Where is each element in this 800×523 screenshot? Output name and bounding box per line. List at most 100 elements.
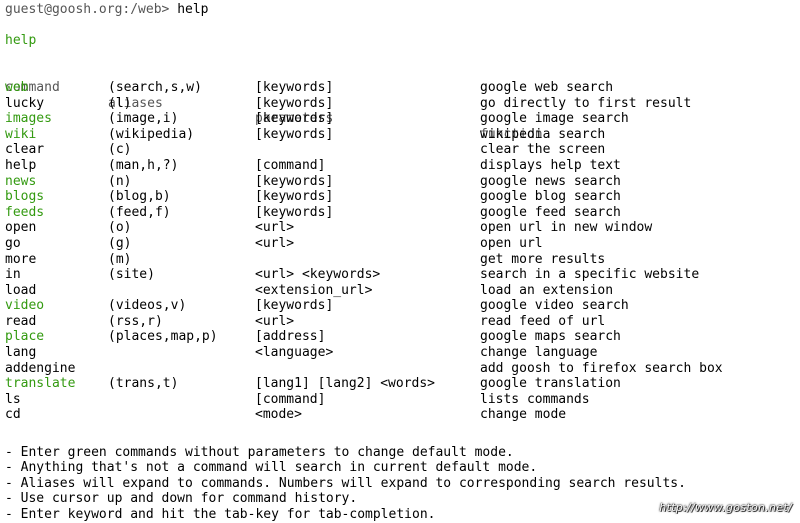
- header-function: function: [480, 126, 543, 142]
- parameters-cell: [command]: [255, 391, 326, 407]
- command-table: web(search,s,w)[keywords]google web sear…: [5, 80, 795, 423]
- parameters-cell: [keywords]: [255, 189, 334, 205]
- table-row: ls[command]lists commands: [5, 392, 795, 408]
- parameters-cell: [keywords]: [255, 79, 334, 95]
- function-cell: displays help text: [480, 157, 621, 173]
- table-row: open (o) <url> open url in new window: [5, 220, 795, 236]
- note-line: - Anything that's not a command will sea…: [5, 460, 538, 476]
- parameters-cell: <extension_url>: [255, 282, 373, 298]
- function-cell: read feed of url: [480, 313, 606, 329]
- header-parameters: parameters: [255, 111, 334, 127]
- aliases-cell: (man,h,?): [108, 157, 179, 173]
- command-cell: read: [5, 313, 37, 329]
- command-cell: blogs: [5, 189, 45, 205]
- function-cell: google maps search: [480, 329, 621, 345]
- parameters-cell: [keywords]: [255, 204, 334, 220]
- table-row: load <extension_url> load an extension: [5, 283, 795, 299]
- function-cell: load an extension: [480, 282, 614, 298]
- prompt-command: help: [177, 2, 209, 17]
- table-row: video(videos,v)[keywords]google video se…: [5, 298, 795, 314]
- prompt-text: guest@goosh.org:/web>: [5, 2, 170, 17]
- parameters-cell: [keywords]: [255, 111, 334, 127]
- section-title: help: [5, 33, 37, 49]
- aliases-cell: (l): [108, 95, 132, 111]
- header-aliases: aliases: [108, 95, 163, 111]
- parameters-cell: [keywords]: [255, 173, 334, 189]
- command-cell: web: [5, 79, 29, 95]
- table-row: translate(trans,t)[lang1] [lang2] <words…: [5, 376, 795, 392]
- aliases-cell: (g): [108, 235, 132, 251]
- parameters-cell: <url>: [255, 220, 295, 236]
- parameters-cell: <url>: [255, 235, 295, 251]
- function-cell: search in a specific website: [480, 267, 700, 283]
- aliases-cell: (rss,r): [108, 313, 163, 329]
- function-cell: open url in new window: [480, 220, 653, 236]
- terminal-output: guest@goosh.org:/web> help help command …: [5, 2, 795, 523]
- table-row: cd<mode>change mode: [5, 407, 795, 423]
- command-cell: go: [5, 235, 21, 251]
- parameters-cell: [keywords]: [255, 95, 334, 111]
- blank-line: [5, 18, 795, 34]
- parameters-cell: [lang1] [lang2] <words>: [255, 376, 436, 392]
- aliases-cell: (wikipedia): [108, 126, 195, 142]
- table-row: help (man,h,?) [command] displays help text: [5, 158, 795, 174]
- note-line: - Aliases will expand to commands. Numbe…: [5, 475, 686, 491]
- command-cell: translate: [5, 376, 76, 392]
- header-command: command: [5, 79, 60, 95]
- prompt-line: guest@goosh.org:/web> help: [5, 2, 795, 18]
- table-row: more(m)get more results: [5, 252, 795, 268]
- command-cell: place: [5, 329, 45, 345]
- function-cell: google news search: [480, 173, 621, 189]
- aliases-cell: (site): [108, 267, 155, 283]
- command-cell: lang: [5, 345, 37, 361]
- command-cell: lucky: [5, 95, 45, 111]
- table-row: news(n)[keywords]google news search: [5, 174, 795, 190]
- function-cell: add goosh to firefox search box: [480, 360, 723, 376]
- table-row: go (g) <url> open url: [5, 236, 795, 252]
- aliases-cell: (image,i): [108, 111, 179, 127]
- function-cell: google video search: [480, 298, 629, 314]
- table-row: place (places,map,p) [address] google maps …: [5, 329, 795, 345]
- command-cell: news: [5, 173, 37, 189]
- function-cell: open url: [480, 235, 543, 251]
- command-cell: open: [5, 220, 37, 236]
- table-header: command aliases parameters function: [5, 64, 795, 142]
- command-cell: in: [5, 267, 21, 283]
- command-cell: help: [5, 157, 37, 173]
- parameters-cell: [address]: [255, 329, 326, 345]
- parameters-cell: [keywords]: [255, 126, 334, 142]
- table-row: wiki(wikipedia)[keywords]wikipedia searc…: [5, 127, 795, 143]
- function-cell: google feed search: [480, 204, 621, 220]
- command-cell: video: [5, 298, 45, 314]
- aliases-cell: (places,map,p): [108, 329, 218, 345]
- parameters-cell: <language>: [255, 345, 334, 361]
- note-line: - Enter keyword and hit the tab-key for …: [5, 507, 436, 522]
- command-cell: addengine: [5, 360, 76, 376]
- aliases-cell: (m): [108, 251, 132, 267]
- function-cell: change language: [480, 345, 598, 361]
- parameters-cell: <mode>: [255, 407, 302, 423]
- parameters-cell: <url>: [255, 313, 295, 329]
- table-row: in(site)<url> <keywords>search in a spec…: [5, 267, 795, 283]
- command-cell: load: [5, 282, 37, 298]
- command-cell: feeds: [5, 204, 45, 220]
- table-row: web(search,s,w)[keywords]google web sear…: [5, 80, 795, 96]
- table-row: feeds (feed,f) [keywords] google feed searc…: [5, 205, 795, 221]
- command-cell: images: [5, 111, 52, 127]
- aliases-cell: (feed,f): [108, 204, 171, 220]
- aliases-cell: (search,s,w): [108, 79, 202, 95]
- note-line: - Use cursor up and down for command his…: [5, 491, 358, 507]
- parameters-cell: [command]: [255, 157, 326, 173]
- function-cell: get more results: [480, 251, 606, 267]
- note-line: - Enter green commands without parameter…: [5, 444, 514, 460]
- function-cell: google image search: [480, 111, 629, 127]
- aliases-cell: (o): [108, 220, 132, 236]
- table-row: lang <language> change language: [5, 345, 795, 361]
- function-cell: clear the screen: [480, 142, 606, 158]
- command-cell: cd: [5, 407, 21, 423]
- function-cell: google blog search: [480, 189, 621, 205]
- aliases-cell: (videos,v): [108, 298, 187, 314]
- table-row: read (rss,r) <url> read feed of url: [5, 314, 795, 330]
- help-notes: - Enter green commands without parameter…: [5, 445, 795, 523]
- watermark: http://www.goston.net/: [659, 501, 792, 514]
